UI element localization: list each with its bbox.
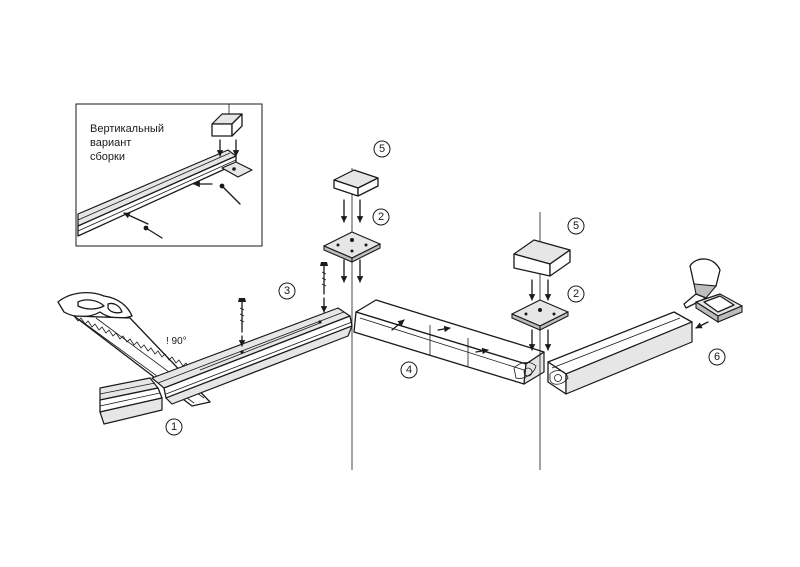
step-2b-marker: 2 (567, 285, 585, 303)
inset-title-line1: Вертикальный (90, 123, 164, 135)
rail-left-piece (99, 377, 163, 425)
step-4-label: 4 (406, 364, 412, 376)
angle-label: ! 90° (166, 336, 187, 347)
mounting-rail (151, 307, 353, 405)
step-1-marker: 1 (165, 418, 183, 436)
step-5b-label: 5 (573, 220, 579, 232)
inset-plate (221, 161, 253, 178)
connector-plate-middle (323, 231, 381, 263)
step-5b-marker: 5 (567, 217, 585, 235)
inset-title-line2: вариант (90, 137, 131, 149)
screw-1 (238, 298, 246, 333)
end-cap-block (513, 239, 571, 277)
end-plug (695, 293, 743, 324)
inset-vertical-variant: Вертикальный вариант сборки (75, 103, 263, 247)
step-6-label: 6 (714, 351, 720, 363)
step-6-marker: 6 (708, 348, 726, 366)
screw-2 (320, 262, 328, 295)
inset-screw-top (219, 183, 241, 205)
step-2a-marker: 2 (372, 208, 390, 226)
glue-tube (683, 258, 721, 309)
inset-screw-bottom (143, 225, 163, 239)
step-2a-label: 2 (378, 211, 384, 223)
step-5a-label: 5 (379, 143, 385, 155)
right-profile (547, 311, 693, 395)
inset-rail (77, 149, 237, 237)
step-4-marker: 4 (400, 361, 418, 379)
connector-plate-right (511, 299, 569, 331)
step-3-marker: 3 (278, 282, 296, 300)
step-1-label: 1 (171, 421, 177, 433)
step-5a-marker: 5 (373, 140, 391, 158)
step-2b-label: 2 (573, 288, 579, 300)
step-3-label: 3 (284, 285, 290, 297)
corner-cap (333, 169, 379, 197)
inset-title-line3: сборки (90, 151, 125, 163)
